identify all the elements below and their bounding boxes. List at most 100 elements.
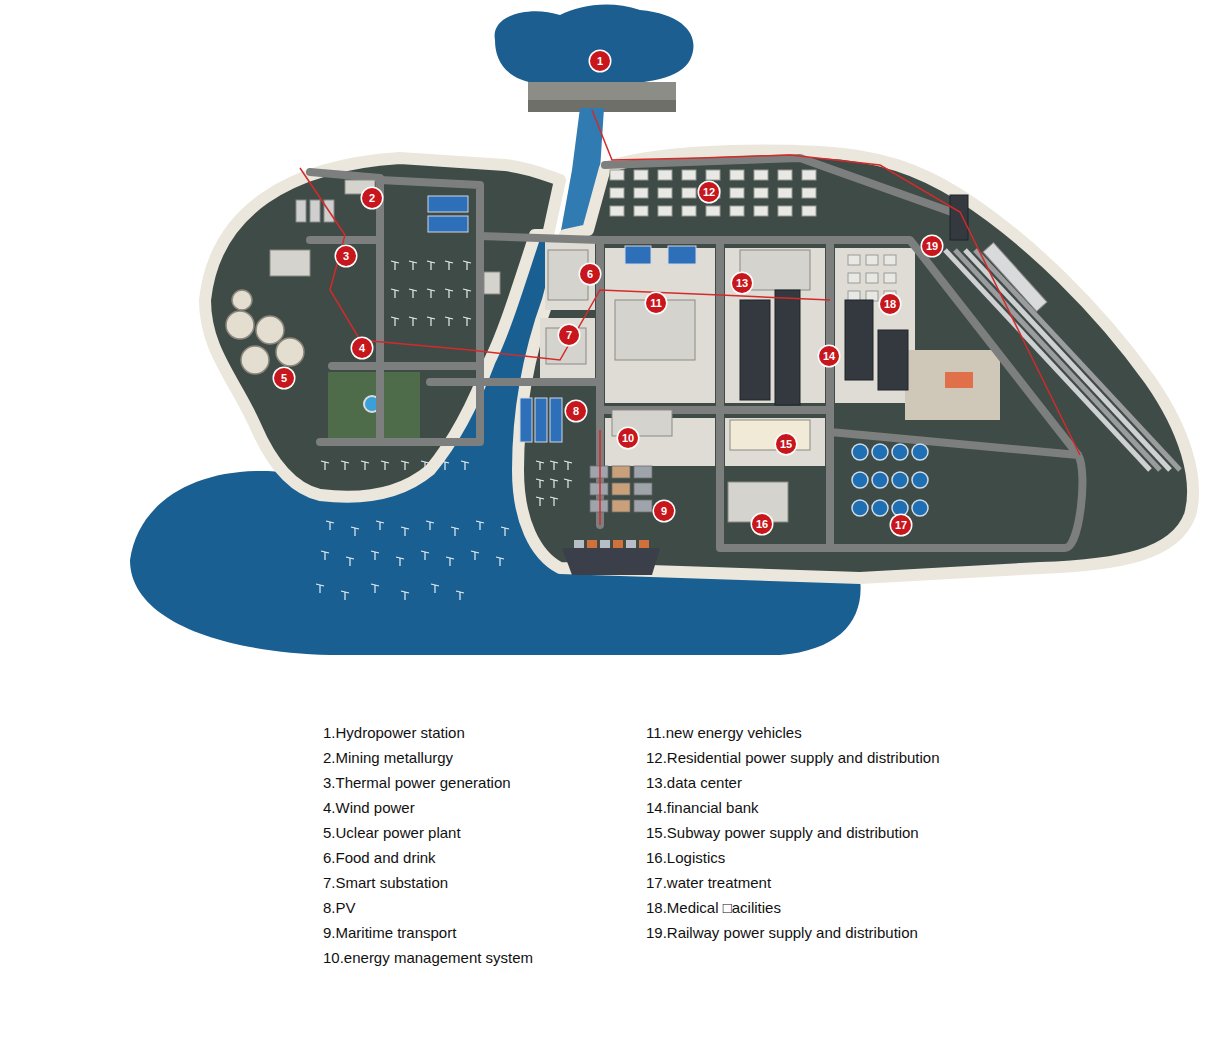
legend-item: 7.Smart substation xyxy=(323,874,448,892)
callout-number: 7 xyxy=(559,325,579,345)
turbine-mast xyxy=(553,462,554,470)
turbine-mast xyxy=(412,290,413,298)
turbine-mast xyxy=(448,262,449,270)
turbine-mast xyxy=(394,290,395,298)
turbine-mast xyxy=(448,318,449,326)
illustration-part xyxy=(605,158,960,215)
legend-item: 15.Subway power supply and distribution xyxy=(646,824,919,842)
towers xyxy=(740,195,968,405)
turbine-blade xyxy=(376,521,384,523)
turbine-blade xyxy=(427,289,435,291)
turbine-mast xyxy=(374,585,375,593)
rail-track xyxy=(955,250,1160,470)
turbine-blade xyxy=(409,289,417,291)
turbine-mast xyxy=(539,498,540,506)
container xyxy=(590,483,608,495)
turbine-blade xyxy=(427,317,435,319)
illustration-part xyxy=(725,418,825,466)
ship-container xyxy=(613,540,623,549)
illustration-part xyxy=(550,398,562,442)
illustration-part xyxy=(950,195,968,240)
court xyxy=(945,372,973,388)
container xyxy=(634,500,652,512)
turbine-mast xyxy=(567,480,568,488)
turbine-mast xyxy=(319,585,320,593)
turbine-mast xyxy=(466,318,467,326)
turbine-mast xyxy=(466,290,467,298)
basin xyxy=(852,500,868,516)
legend-item: 6.Food and drink xyxy=(323,849,436,867)
house xyxy=(682,170,696,180)
illustration-part xyxy=(592,110,1080,455)
turbine-blade xyxy=(550,461,558,463)
house xyxy=(610,170,624,180)
house xyxy=(866,255,878,265)
illustration-part xyxy=(835,248,915,403)
basin xyxy=(912,472,928,488)
turbine-mast xyxy=(429,522,430,530)
ship-container xyxy=(587,540,597,549)
turbine-blade xyxy=(371,584,379,586)
turbine-mast xyxy=(553,498,554,506)
turbine-blade xyxy=(426,521,434,523)
turbine-mast xyxy=(412,262,413,270)
turbine-mast xyxy=(344,462,345,470)
ship-container xyxy=(626,540,636,549)
turbine-mast xyxy=(479,522,480,530)
callout-number: 11 xyxy=(646,293,666,313)
callout-number: 9 xyxy=(654,501,674,521)
basin xyxy=(892,500,908,516)
turbine-blade xyxy=(445,261,453,263)
ship-container xyxy=(600,540,610,549)
turbine-blade xyxy=(341,591,349,593)
turbine-blade xyxy=(321,461,329,463)
container xyxy=(612,483,630,495)
house xyxy=(778,188,792,198)
house xyxy=(706,170,720,180)
house xyxy=(754,206,768,216)
turbine-mast xyxy=(399,558,400,566)
turbine-blade xyxy=(456,591,464,593)
buildings xyxy=(270,180,810,522)
house xyxy=(706,206,720,216)
turbine-blade xyxy=(401,461,409,463)
port xyxy=(574,466,652,549)
legend-item: 13.data center xyxy=(646,774,742,792)
turbine-mast xyxy=(404,592,405,600)
turbine-blade xyxy=(361,461,369,463)
turbine-mast xyxy=(449,558,450,566)
wind-turbines xyxy=(316,261,572,600)
basin xyxy=(912,500,928,516)
turbine-blade xyxy=(441,461,449,463)
turbine-blade xyxy=(446,557,454,559)
illustration-part xyxy=(296,200,306,222)
house xyxy=(848,255,860,265)
illustration-part xyxy=(310,200,320,222)
legend-item: 18.Medical □acilities xyxy=(646,899,781,917)
tanks xyxy=(226,290,304,374)
turbine-blade xyxy=(316,584,324,586)
basin xyxy=(872,472,888,488)
treatment-basins xyxy=(852,444,928,516)
turbine-blade xyxy=(501,527,509,529)
turbine-mast xyxy=(324,462,325,470)
house xyxy=(802,206,816,216)
illustration-part xyxy=(232,290,252,310)
illustration-part xyxy=(878,330,908,390)
callout-number: 17 xyxy=(891,515,911,535)
houses xyxy=(610,170,896,301)
illustration-part xyxy=(668,246,696,264)
illustration-part xyxy=(241,346,269,374)
turbine-blade xyxy=(346,557,354,559)
turbine-mast xyxy=(464,462,465,470)
house xyxy=(658,170,672,180)
power-lines xyxy=(300,110,1080,525)
turbine-blade xyxy=(476,521,484,523)
house xyxy=(658,188,672,198)
turbine-mast xyxy=(349,558,350,566)
house xyxy=(802,188,816,198)
turbine-blade xyxy=(536,461,544,463)
callout-number: 14 xyxy=(819,346,839,366)
basin xyxy=(852,444,868,460)
